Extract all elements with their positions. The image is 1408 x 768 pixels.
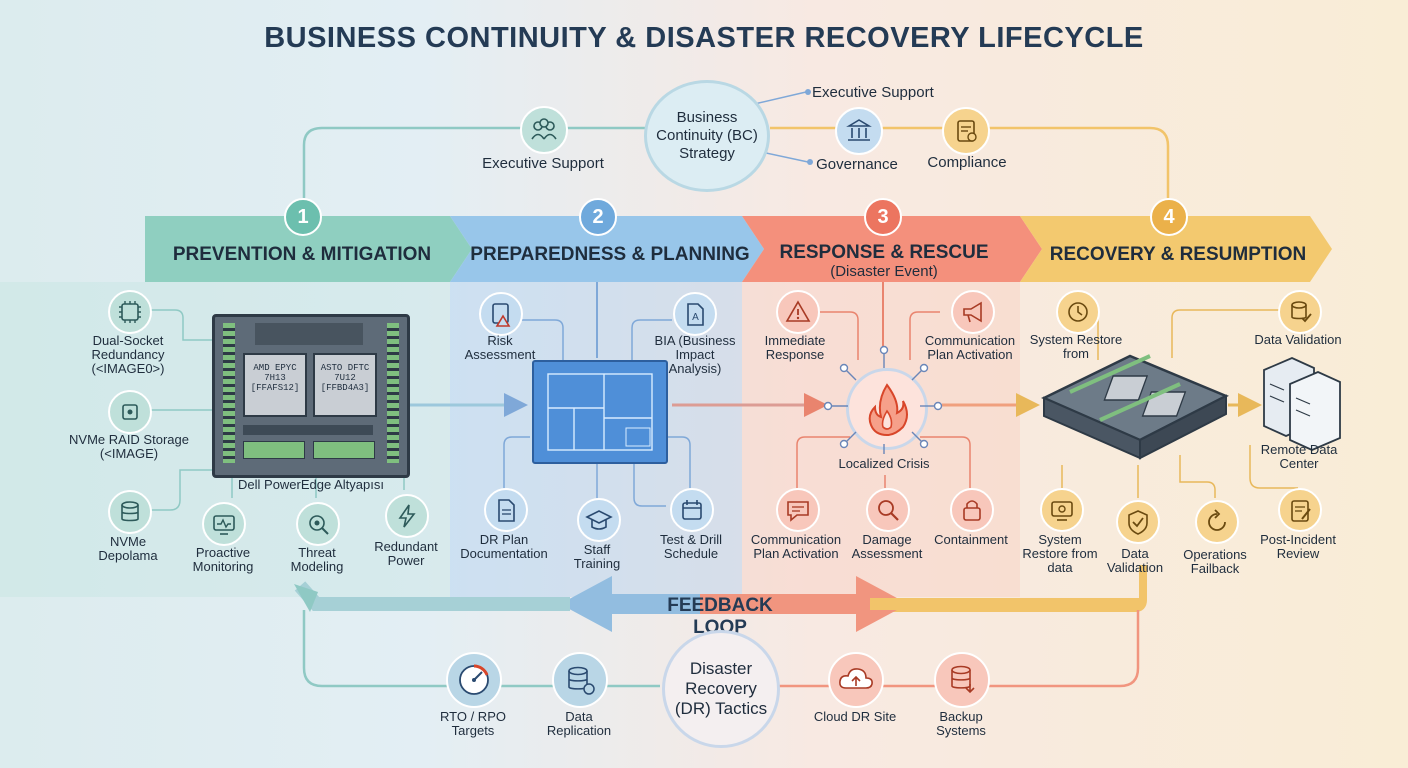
bia-label: BIA (Business Impact Analysis) (654, 333, 736, 376)
risk-assessment-icon (479, 292, 523, 336)
database-icon (108, 490, 152, 534)
phase-3-banner (742, 216, 1042, 282)
data-validation-top-label: Data Validation (1254, 332, 1342, 347)
data-validation-bottom-label: Data Validation (1106, 546, 1164, 575)
nvme-raid-label: NVMe RAID Storage (<IMAGE) (69, 432, 189, 461)
phase-3-subtitle: (Disaster Event) (830, 263, 938, 280)
training-cap-icon (577, 498, 621, 542)
fire-crisis-icon (846, 368, 928, 450)
system-restore-top-label: System Restore from (1029, 332, 1123, 361)
phase-1-banner (145, 216, 472, 282)
dr-tactics-hub: Disaster Recovery (DR) Tactics (662, 630, 780, 748)
operations-failback-label: Operations Failback (1183, 547, 1247, 576)
system-restore-bottom-label: System Restore from data (1022, 532, 1098, 575)
compliance-icon (942, 107, 990, 155)
warning-icon (776, 290, 820, 334)
containment-label: Containment (934, 532, 1008, 547)
damage-assessment-label: Damage Assessment (851, 532, 923, 561)
dr-hub-label: Disaster Recovery (DR) Tactics (674, 659, 768, 718)
phase-4-banner (1020, 216, 1332, 282)
page-title: BUSINESS CONTINUITY & DISASTER RECOVERY … (264, 22, 1144, 54)
phase-2-title: PREPAREDNESS & PLANNING (470, 244, 750, 265)
dual-socket-label: Dual-Socket Redundancy (<IMAGE0>) (91, 333, 165, 376)
bc-hub-label: Business Continuity (BC) Strategy (656, 109, 758, 162)
proactive-monitoring-label: Proactive Monitoring (192, 545, 254, 574)
localized-crisis-label: Localized Crisis (838, 456, 930, 471)
cloud-dr-label: Cloud DR Site (813, 709, 897, 724)
power-bolt-icon (385, 494, 429, 538)
comm-plan-top-label: Communication Plan Activation (924, 333, 1016, 362)
review-clipboard-icon (1278, 488, 1322, 532)
nvme-raid-icon (108, 390, 152, 434)
remote-datacenter-label: Remote Data Center (1260, 442, 1338, 471)
monitor-restore-icon (1040, 488, 1084, 532)
replication-db-icon (552, 652, 608, 708)
redundant-power-label: Redundant Power (374, 539, 438, 568)
compliance-label: Compliance (927, 154, 1007, 171)
backup-systems-label: Backup Systems (936, 709, 986, 738)
threat-modeling-label: Threat Modeling (290, 545, 344, 574)
nvme-depolama-label: NVMe Depolama (98, 534, 158, 563)
phase-3-number: 3 (864, 198, 902, 236)
dr-plan-doc-icon (484, 488, 528, 532)
staff-training-label: Staff Training (573, 542, 621, 571)
threat-modeling-icon (296, 502, 340, 546)
governance-icon (835, 107, 883, 155)
dr-plan-label: DR Plan Documentation (460, 532, 548, 561)
executive-support-icon (520, 106, 568, 154)
megaphone-icon (951, 290, 995, 334)
phase-4-title: RECOVERY & RESUMPTION (1049, 244, 1307, 265)
phase-1-number: 1 (284, 198, 322, 236)
phase-2-banner (450, 216, 764, 282)
phase-4-number: 4 (1150, 198, 1188, 236)
comm-plan-bottom-label: Communication Plan Activation (750, 532, 842, 561)
executive-support-right-label: Executive Support (812, 84, 934, 101)
rto-rpo-label: RTO / RPO Targets (440, 709, 506, 738)
server-motherboard: AMD EPYC 7H13 [FFAFS12] ASTO DFTC 7U12 [… (212, 314, 410, 478)
post-incident-review-label: Post-Incident Review (1260, 532, 1336, 561)
data-validation-db-icon (1278, 290, 1322, 334)
governance-label: Governance (816, 156, 898, 173)
bia-document-icon: A (673, 292, 717, 336)
chat-bubble-icon (776, 488, 820, 532)
server-caption: Dell PowerEdge Altyapısı (238, 477, 384, 492)
phase-2-number: 2 (579, 198, 617, 236)
backup-db-icon (934, 652, 990, 708)
monitoring-icon (202, 502, 246, 546)
cpu-chip-icon (108, 290, 152, 334)
executive-support-left-label: Executive Support (482, 155, 604, 172)
phase-1-title: PREVENTION & MITIGATION (172, 244, 432, 265)
immediate-response-label: Immediate Response (764, 333, 826, 362)
blueprint-graphic (532, 360, 668, 464)
test-drill-label: Test & Drill Schedule (659, 532, 723, 561)
phase-3-title: RESPONSE & RESCUE (779, 242, 989, 263)
history-restore-icon (1056, 290, 1100, 334)
cpu-socket-1: AMD EPYC 7H13 [FFAFS12] (243, 353, 307, 417)
magnifier-icon (866, 488, 910, 532)
calendar-icon (670, 488, 714, 532)
gauge-icon (446, 652, 502, 708)
cloud-upload-icon (828, 652, 884, 708)
svg-text:A: A (692, 312, 699, 323)
shield-check-icon (1116, 500, 1160, 544)
bc-strategy-hub: Business Continuity (BC) Strategy (644, 80, 770, 192)
cpu-socket-2: ASTO DFTC 7U12 [FFBD4A3] (313, 353, 377, 417)
failback-icon (1195, 500, 1239, 544)
risk-assessment-label: Risk Assessment (464, 333, 536, 362)
lock-icon (950, 488, 994, 532)
data-replication-label: Data Replication (546, 709, 612, 738)
